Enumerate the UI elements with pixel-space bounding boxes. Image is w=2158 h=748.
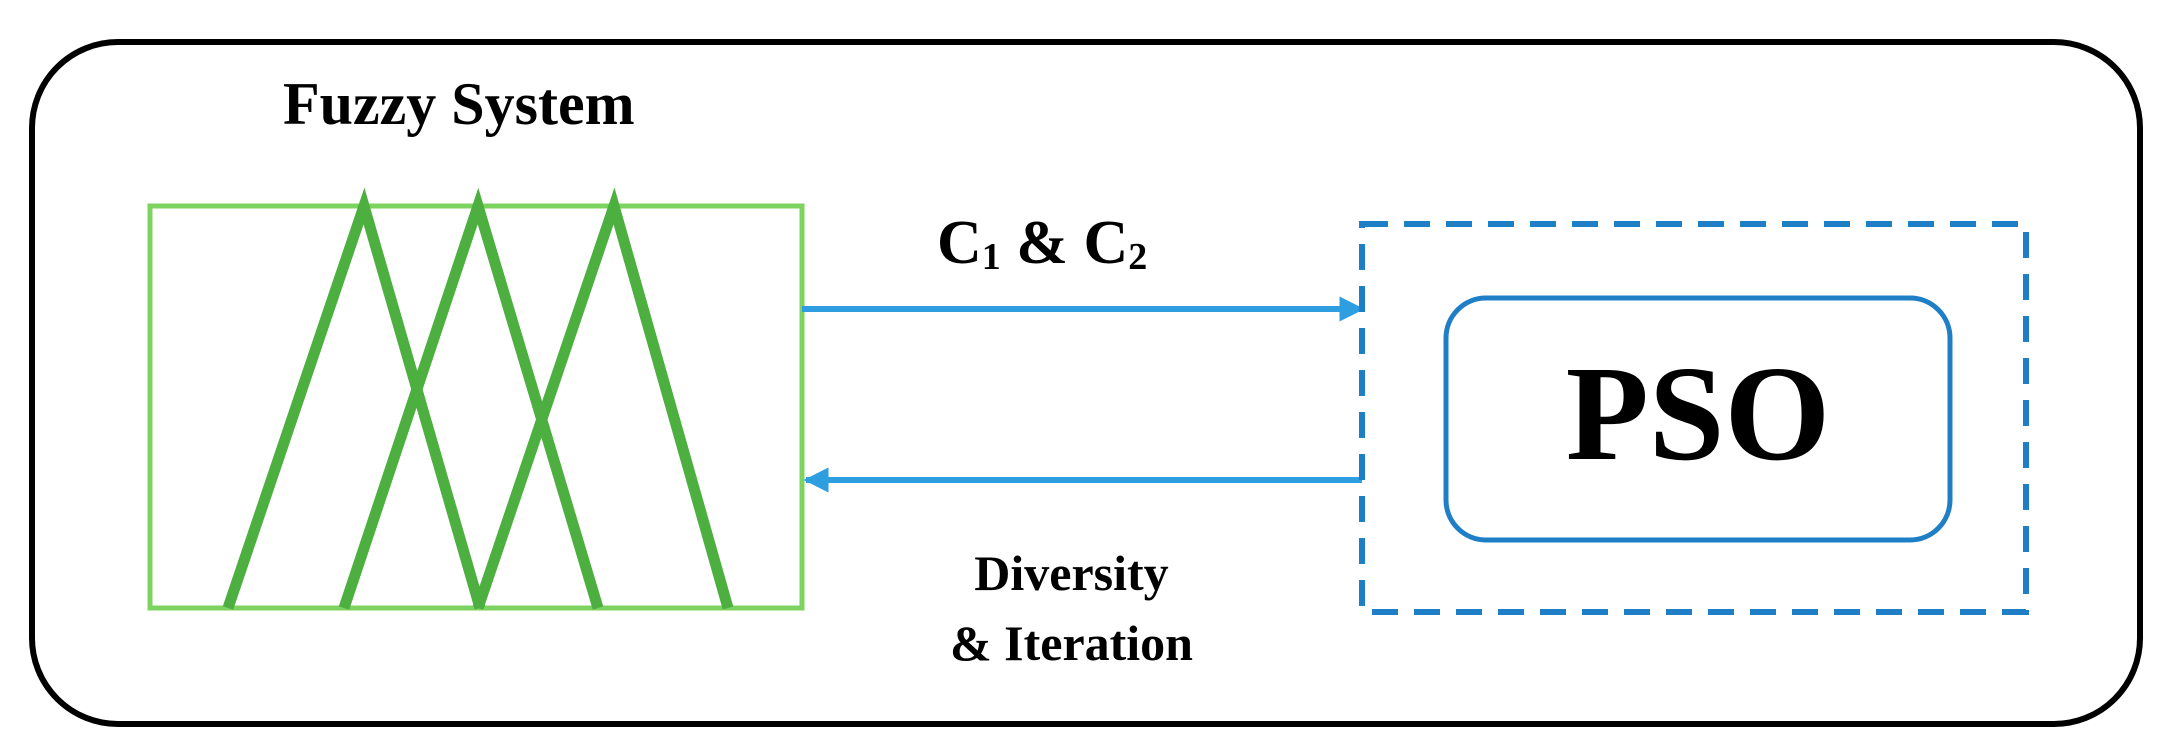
feedback-label-line-2: & Iteration (950, 615, 1193, 671)
fuzzy-system-title: Fuzzy System (283, 71, 635, 137)
feedback-label-line-1: Diversity (974, 545, 1169, 601)
pso-label: PSO (1565, 339, 1831, 489)
feedback-arrow-label: Diversity & Iteration (950, 538, 1193, 678)
c2-subscript: 2 (1128, 236, 1148, 278)
c1-subscript: 1 (981, 236, 1001, 278)
and-connector: & (1000, 209, 1084, 277)
pso-box (1443, 295, 1953, 543)
membership-triangle-1 (222, 187, 486, 610)
forward-arrow-label: C1 & C2 (937, 206, 1147, 294)
c2-letter: C (1083, 209, 1129, 277)
outer-container (29, 39, 2143, 727)
membership-triangle-2 (338, 187, 604, 610)
membership-functions (222, 187, 734, 610)
pso-module-boundary (1359, 221, 2029, 615)
membership-triangle-3 (472, 187, 734, 610)
c1-letter: C (937, 209, 982, 277)
